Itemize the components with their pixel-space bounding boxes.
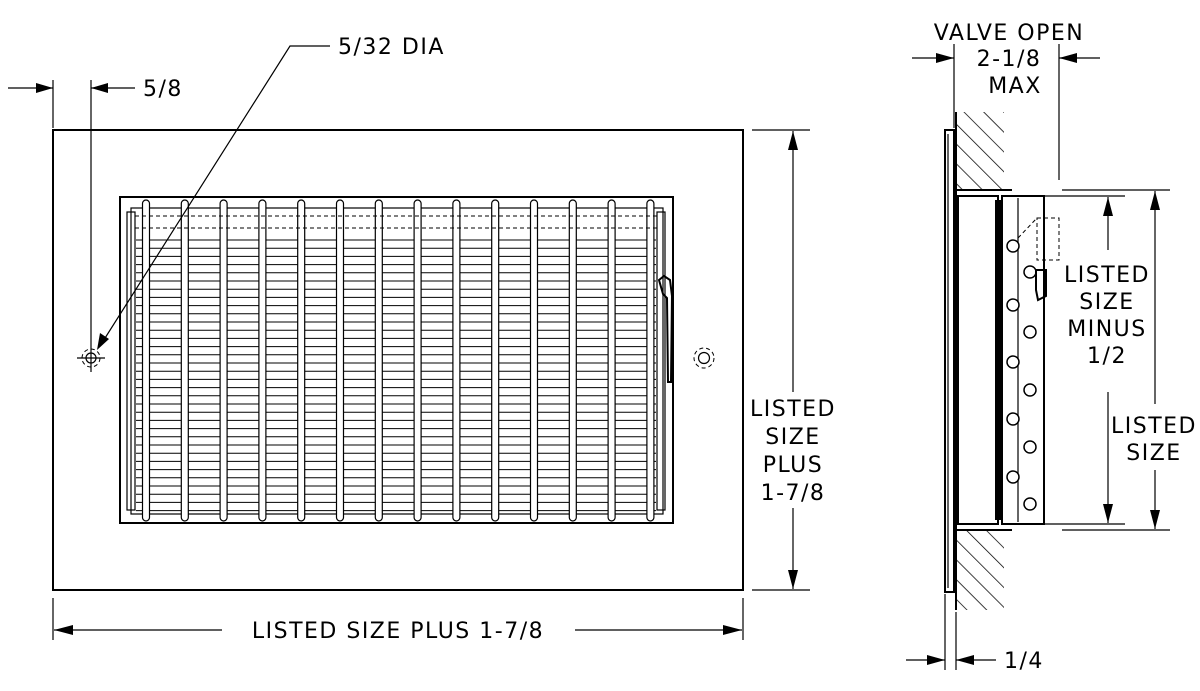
sleeve [957,195,999,525]
minus-arrow-bottom [1103,504,1113,523]
side-view: VALVE OPEN 2-1/8 MAX LISTED SIZE MINUS 1… [906,21,1197,674]
listed-arrow-top [1150,191,1160,210]
minus-label-line: SIZE [1079,290,1134,315]
listed-arrow-bottom [1150,510,1160,529]
vertical-bar [258,199,267,522]
grille-inner-border [130,207,664,515]
roller [1006,298,1020,312]
hole-leader-arrow [97,333,109,350]
width-dim-label: LISTED SIZE PLUS 1-7/8 [252,619,544,644]
height-label-line: PLUS [763,453,824,478]
hole-dim-label: 5/32 DIA [338,35,445,60]
vertical-bar [529,199,539,522]
valve-label-line: VALVE OPEN [934,21,1084,46]
minus-label-line: 1/2 [1087,344,1127,369]
vertical-bar [607,199,616,522]
height-label-line: SIZE [765,425,820,450]
valve-arrow-left [936,53,954,63]
offset-arrow-right [91,83,108,93]
height-arrow-bottom [788,570,798,589]
valve-label-line: MAX [988,74,1042,99]
width-arrow-left [54,625,73,635]
vertical-bar [141,199,151,522]
vertical-bars [141,199,655,522]
wall-hatch-top [956,112,1004,190]
actuator-open-position [1036,217,1060,261]
minus-label-line: LISTED [1064,263,1150,288]
height-label-line: LISTED [750,397,836,422]
horizontal-louvers [136,239,656,512]
face-plate [944,129,955,593]
height-arrow-top [788,131,798,150]
outer-frame [52,129,744,591]
sleeve-lip [995,200,1001,520]
roller [1006,470,1020,484]
right-screw-hole [693,347,715,369]
hole-leader-line [99,45,330,347]
vertical-bar [297,199,306,522]
vertical-bar [452,199,461,522]
valve-label-line: 2-1/8 [977,47,1042,72]
listed-label-line: LISTED [1111,414,1197,439]
vertical-bar [180,199,189,522]
roller [1023,265,1037,279]
height-label-line: 1-7/8 [761,481,826,506]
vertical-bar [219,199,228,522]
offset-arrow-left [36,83,53,93]
vertical-bar [568,199,577,522]
damper-rollers [1006,239,1037,511]
offset-dim-label: 5/8 [143,77,183,102]
thickness-arrow-left [927,655,945,665]
roller [1023,440,1037,454]
front-view: 5/32 DIA 5/8 LISTED SIZE PLUS 1-7/8 LIST… [8,35,836,644]
grille-border [119,196,674,524]
actuator-link [1017,217,1038,239]
roller [1006,355,1020,369]
damper-lever [657,274,674,383]
minus-arrow-top [1103,197,1113,216]
damper-actuator [1035,269,1047,302]
thickness-arrow-right [956,655,974,665]
vertical-bar [413,199,422,522]
vertical-bar [374,199,383,522]
vertical-bar [646,199,655,522]
roller [1023,383,1037,397]
left-end-strip [126,211,136,511]
roller [1023,325,1037,339]
valve-arrow-right [1059,53,1077,63]
left-screw-hole [77,344,105,372]
minus-label-line: MINUS [1067,317,1147,342]
roller [1006,412,1020,426]
width-arrow-right [723,625,742,635]
wall-hatch-bottom [956,530,1004,610]
listed-label-line: SIZE [1126,441,1181,466]
roller [1023,497,1037,511]
roller [1006,239,1020,253]
thickness-label: 1/4 [1004,649,1044,674]
vertical-bar [335,199,345,522]
right-end-strip [656,211,666,511]
vertical-bar [491,199,500,522]
